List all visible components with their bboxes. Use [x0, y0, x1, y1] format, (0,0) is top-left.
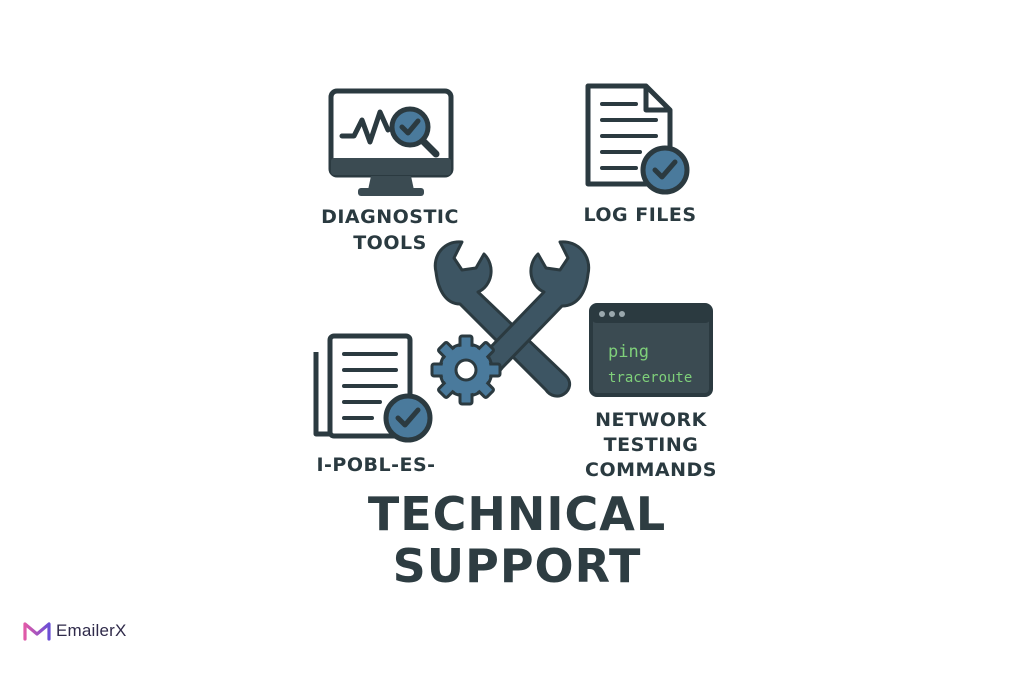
terminal-line-traceroute: traceroute	[608, 370, 692, 386]
label-network-line-2: TESTING	[603, 434, 699, 456]
main-title-line-2: SUPPORT	[392, 539, 642, 593]
stacked-documents-check-icon	[313, 333, 433, 443]
monitor-magnifier-check-icon	[328, 88, 454, 196]
label-log-files: LOG FILES	[560, 202, 720, 228]
label-network-testing-commands: NETWORK TESTING COMMANDS	[566, 408, 736, 483]
emailerx-m-logo-icon	[23, 622, 51, 641]
label-network-line-1: NETWORK	[595, 409, 707, 431]
terminal-window-icon: ping traceroute	[589, 303, 713, 397]
label-log-files-line-1: LOG FILES	[583, 204, 697, 226]
label-diagnostic-line-1: DIAGNOSTIC	[321, 206, 459, 228]
wrench-screwdriver-gear-icon	[430, 240, 591, 406]
label-problems-line-1: I-POBL-ES-	[316, 454, 436, 476]
label-diagnostic-line-2: TOOLS	[353, 232, 427, 254]
label-network-line-3: COMMANDS	[585, 459, 717, 481]
main-title-line-1: TECHNICAL	[367, 487, 667, 541]
terminal-line-ping: ping	[608, 342, 649, 362]
brand-logo: EmailerX	[22, 618, 127, 644]
main-title: TECHNICAL SUPPORT	[332, 488, 702, 592]
brand-name: EmailerX	[56, 621, 127, 640]
label-diagnostic-tools: DIAGNOSTIC TOOLS	[300, 204, 480, 256]
label-problems: I-POBL-ES-	[306, 452, 446, 478]
document-check-icon	[585, 83, 690, 195]
